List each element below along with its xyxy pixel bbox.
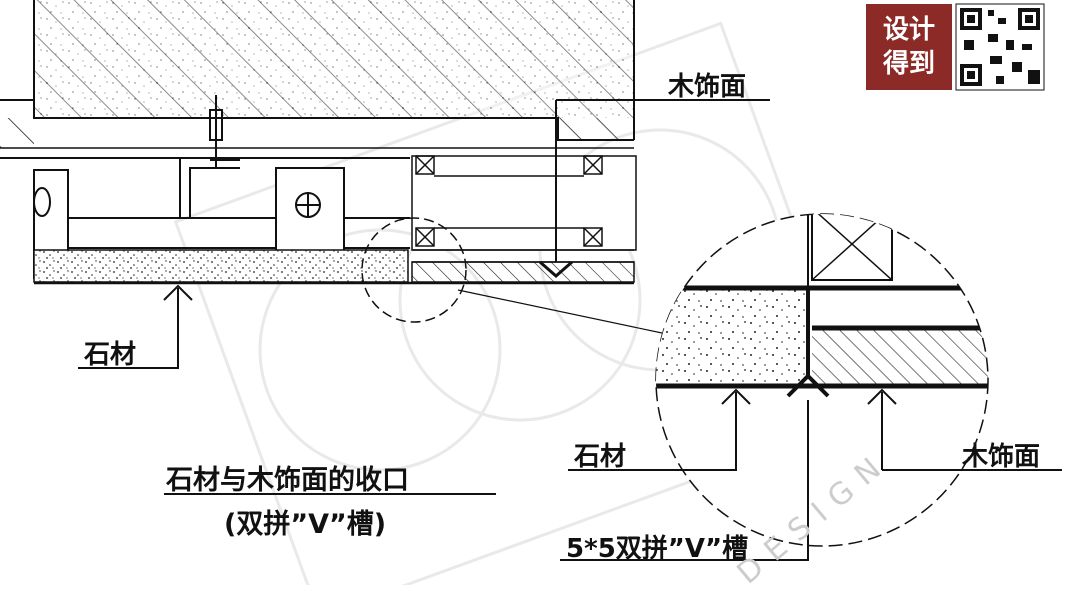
label-stone-detail: 石材 <box>574 442 627 472</box>
leader-lines <box>78 99 1062 561</box>
detail-magnified <box>656 214 988 398</box>
drawing-subtitle: (双拼”V”槽) <box>224 509 387 540</box>
brand-badge-line2: 得到 <box>882 49 935 79</box>
qr-code <box>955 3 1045 91</box>
concrete-wall <box>0 0 635 149</box>
brand-badge: 设计 得到 <box>866 4 952 90</box>
brand-badge-line1: 设计 <box>882 15 935 45</box>
stone-layer <box>33 249 634 285</box>
label-v-groove: 5*5双拼”V”槽 <box>566 534 749 564</box>
wood-panel <box>411 155 637 283</box>
label-wood-top: 木饰面 <box>668 72 747 102</box>
label-stone-left: 石材 <box>84 340 137 370</box>
drawing-title: 石材与木饰面的收口 <box>166 465 409 496</box>
label-wood-detail: 木饰面 <box>962 442 1041 472</box>
